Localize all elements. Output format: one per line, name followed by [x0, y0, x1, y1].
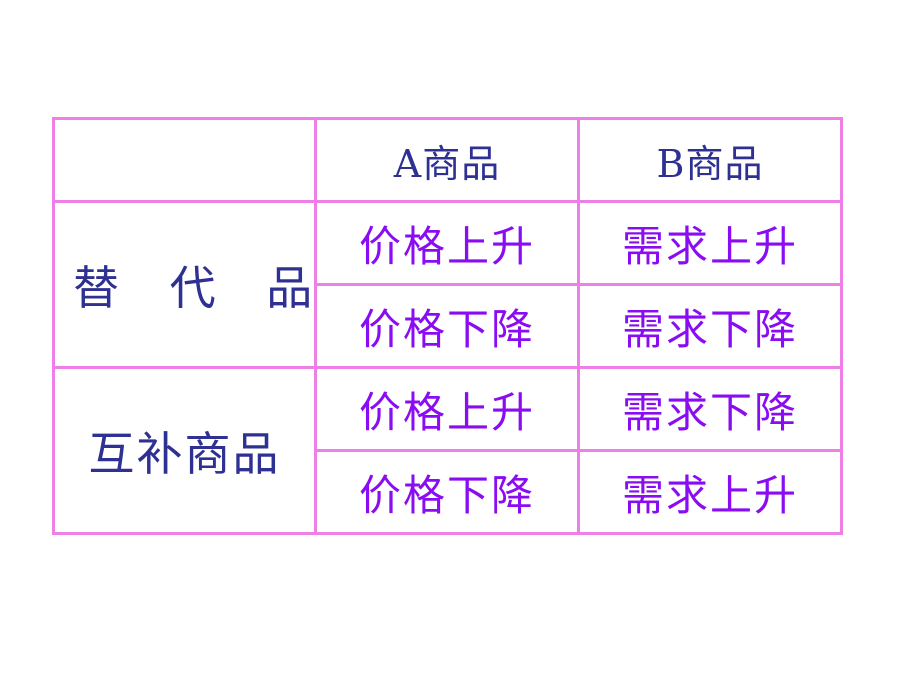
table-row: 互补商品 价格上升 需求下降: [52, 366, 843, 535]
cell-a-price-change: 价格上升: [314, 200, 580, 286]
table-row: 价格下降 需求上升: [54, 449, 843, 535]
goods-relation-table: A商品 B商品 替 代 品 价格上升 需求上升 价格下降 需求下降 互补商品 价…: [52, 117, 843, 535]
group-label-complements: 互补商品: [52, 366, 317, 535]
cell-b-demand-change: 需求上升: [577, 200, 843, 286]
table-row: 价格下降 需求下降: [54, 283, 843, 369]
table-header-row: A商品 B商品: [52, 117, 843, 203]
cell-b-demand-change: 需求下降: [577, 283, 843, 369]
group-label-substitutes: 替 代 品: [52, 200, 317, 369]
cell-b-demand-change: 需求上升: [577, 449, 843, 535]
header-goods-b: B商品: [577, 117, 843, 203]
cell-b-demand-change: 需求下降: [577, 366, 843, 452]
cell-a-price-change: 价格上升: [314, 366, 580, 452]
header-empty-cell: [52, 117, 317, 203]
header-goods-a: A商品: [314, 117, 580, 203]
cell-a-price-change: 价格下降: [314, 283, 580, 369]
cell-a-price-change: 价格下降: [314, 449, 580, 535]
table-row: 替 代 品 价格上升 需求上升: [52, 200, 843, 369]
